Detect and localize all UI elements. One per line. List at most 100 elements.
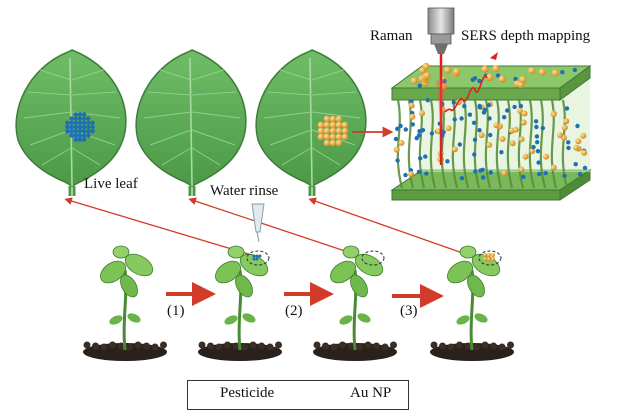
pesticide-particle [395,126,400,131]
pesticide-particle [477,103,482,109]
au-np-particle [509,140,516,147]
pesticide-particle [90,129,95,134]
link-arrow-2 [188,197,373,261]
pesticide-particle [82,112,87,117]
au-np-particle [518,166,525,173]
au-np-particle [408,102,415,109]
pesticide-particle [462,104,467,109]
pesticide-particle [459,176,465,181]
au-np-particle [580,132,587,139]
leaf-with-au-np [255,49,367,196]
pesticide-particle [537,171,542,177]
au-np-particle [551,69,559,77]
pesticide-particle [499,150,504,155]
au-np-particle [519,76,527,84]
au-np-particle [335,133,343,141]
au-np-particle [581,149,588,156]
live-leaf-label: Live leaf [84,176,138,192]
au-np-particle [408,171,415,178]
au-np-particle [561,124,568,131]
pesticide-particle [90,124,95,130]
au-np-particle [528,67,536,75]
pesticide-particle [69,120,74,126]
pesticide-particle [86,129,91,134]
pesticide-particle [417,83,422,88]
au-np-particle [478,132,485,139]
plant-leaf [215,260,241,284]
pesticide-particle [82,133,87,138]
tissue-fiber [550,99,558,189]
pesticide-particle [82,129,87,134]
au-np-particle [522,153,529,160]
au-np-particle [486,141,493,148]
pesticide-particle [531,144,536,150]
pesticide-particle [86,133,91,138]
pesticide-particle [478,168,483,173]
pesticide-particle [487,116,492,121]
au-np-particle [422,62,430,70]
pesticide-particle [69,124,74,130]
pesticide-particle [477,128,482,133]
pesticide-particle [521,174,526,180]
au-np-particle [451,146,458,153]
dashed-region-marker [246,250,270,266]
pesticide-particle [477,78,482,84]
tissue-fiber [396,99,404,189]
pesticide-particle [73,116,79,121]
au-np-particle [410,77,418,85]
plant-leaf [124,253,154,277]
au-np-particle [573,144,580,151]
pesticide-particle [560,70,565,75]
au-np-particle [550,111,557,118]
pesticide-particle [513,76,518,82]
au-np-particle [543,153,550,160]
tissue-fiber [528,99,536,189]
pesticide-particle [442,79,447,84]
pesticide-particle [86,120,91,126]
au-np-particle [329,127,337,135]
pesticide-particle [486,102,491,108]
pesticide-particle [536,160,541,165]
au-np-particle [341,121,349,129]
pesticide-particle [403,172,408,178]
leaf-clean [135,49,247,196]
pesticide-particle [573,162,578,167]
au-np-particle [323,133,331,141]
au-np-particle [518,136,525,143]
pesticide-particle [451,100,456,105]
pesticide-particle [518,103,524,109]
water-rinse-label: Water rinse [210,183,279,199]
pesticide-particle [472,152,477,157]
au-np-particle [335,115,343,123]
legend-au-np-label: Au NP [350,385,392,401]
legend-box: Pesticide Au NP [187,380,409,410]
pesticide-particle [73,129,79,134]
pesticide-particle [82,137,87,142]
pesticide-particle [535,149,541,154]
pesticide-particle [566,140,571,145]
pesticide-particle [77,129,83,134]
pesticide-particle [566,145,571,151]
pesticide-particle [471,120,477,126]
tissue-fiber [407,99,415,189]
step-3-label: (3) [400,303,418,319]
pesticide-particle [73,124,79,130]
link-arrow-3 [308,197,489,263]
pesticide-particle [395,158,400,163]
seedling-3 [313,245,397,361]
pesticide-particle [472,76,478,81]
pesticide-particle [418,156,423,161]
dashed-region-marker [478,250,502,266]
pesticide-particle [495,73,501,78]
pesticide-particle [423,154,428,159]
au-np-particle [341,127,349,135]
plant-leaf [467,274,485,298]
scatter-wave [444,75,488,113]
au-np-particle [317,121,325,129]
step-arrows [166,282,444,308]
plant-leaf [447,260,473,284]
seedling-1 [83,245,167,361]
pesticide-particle [562,173,567,178]
pesticide-particle [414,136,419,141]
au-np-particle [335,127,343,135]
